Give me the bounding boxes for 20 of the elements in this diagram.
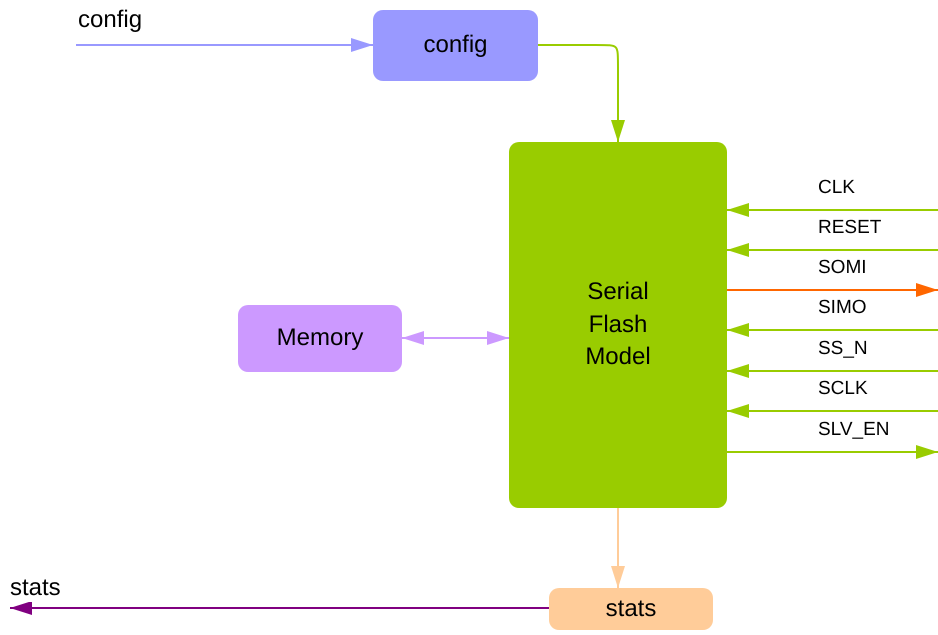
arrow xyxy=(727,283,938,297)
arrow xyxy=(727,445,938,459)
memory-box xyxy=(238,305,402,372)
node-label: Serial Flash Model xyxy=(584,277,652,372)
arrow xyxy=(727,404,938,418)
arrow xyxy=(402,331,509,345)
arrow xyxy=(611,508,625,588)
node-label: stats xyxy=(606,594,656,624)
arrow xyxy=(727,203,938,217)
arrow xyxy=(10,601,549,615)
process-box xyxy=(549,588,713,630)
arrow xyxy=(727,364,938,378)
process-box xyxy=(373,10,538,81)
node-label: config xyxy=(423,30,488,60)
arrow xyxy=(76,38,373,52)
node-label: Memory xyxy=(276,323,364,354)
model-block xyxy=(509,142,727,508)
arrow xyxy=(727,323,938,337)
arrow xyxy=(538,44,625,142)
arrow xyxy=(727,243,938,257)
